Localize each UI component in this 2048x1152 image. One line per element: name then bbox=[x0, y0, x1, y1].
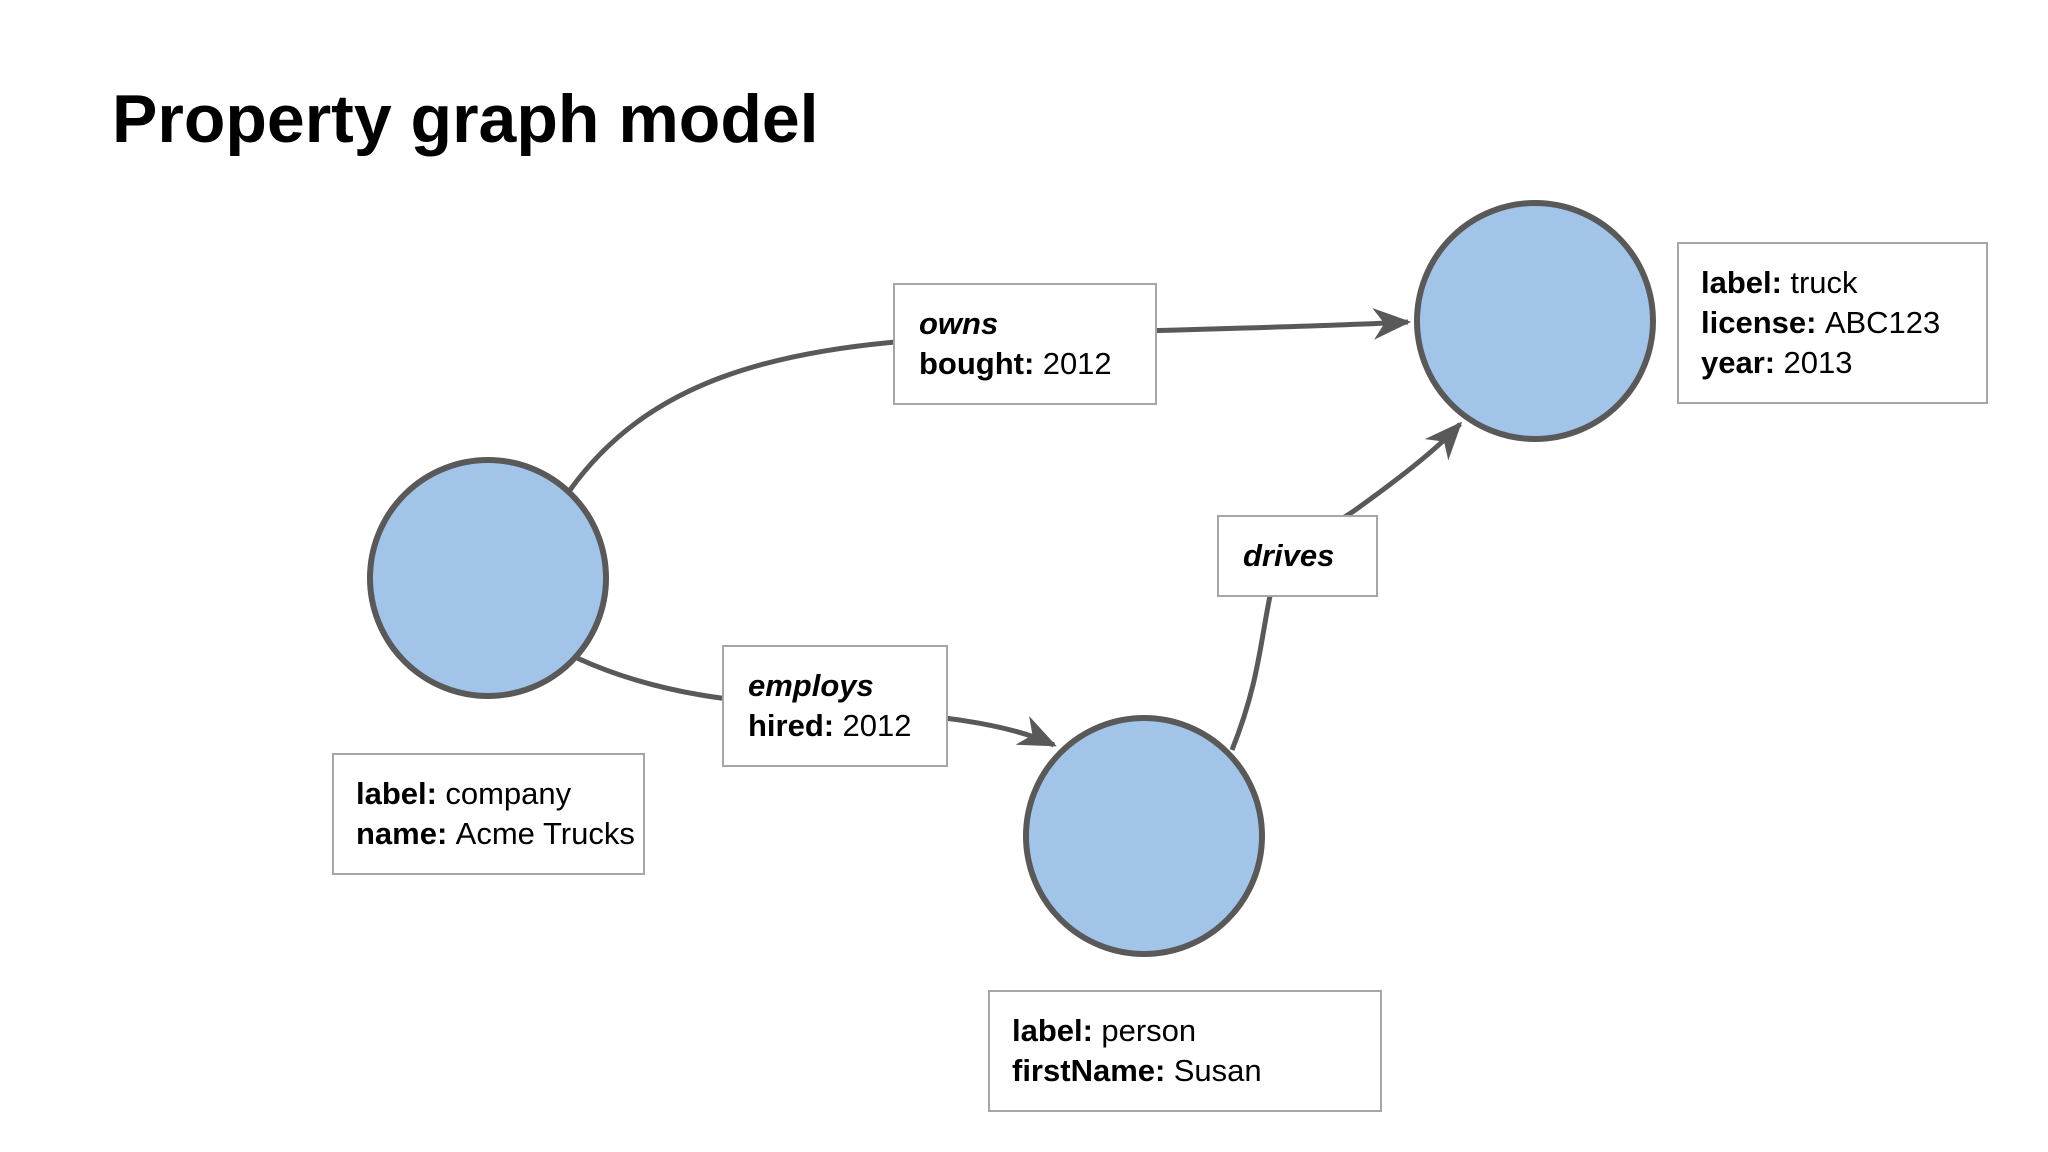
prop-value: truck bbox=[1790, 265, 1858, 300]
prop-value: person bbox=[1101, 1013, 1197, 1048]
prop-value: ABC123 bbox=[1824, 305, 1941, 340]
prop-key: hired bbox=[748, 708, 834, 743]
node-property: labeltruck bbox=[1701, 263, 1978, 303]
prop-key: name bbox=[356, 816, 447, 851]
page-title: Property graph model bbox=[112, 81, 819, 157]
edge-name: drives bbox=[1243, 538, 1335, 573]
prop-key: license bbox=[1701, 305, 1816, 340]
node-property: labelperson bbox=[1012, 1011, 1372, 1051]
prop-key: label bbox=[1012, 1013, 1093, 1048]
prop-key: year bbox=[1701, 345, 1775, 380]
node-properties-person: labelperson firstNameSusan bbox=[988, 990, 1382, 1112]
node-person-circle bbox=[1023, 715, 1265, 957]
edge-label-owns: owns bought2012 bbox=[893, 283, 1157, 405]
node-property: licenseABC123 bbox=[1701, 303, 1978, 343]
prop-key: bought bbox=[919, 346, 1034, 381]
node-property: nameAcme Trucks bbox=[356, 814, 635, 854]
prop-value: 2012 bbox=[1042, 346, 1112, 381]
node-property: year2013 bbox=[1701, 343, 1978, 383]
edge-property: hired2012 bbox=[748, 706, 938, 746]
edge-property: bought2012 bbox=[919, 344, 1147, 384]
prop-key: label bbox=[1701, 265, 1782, 300]
node-company-circle bbox=[367, 457, 609, 699]
node-properties-company: labelcompany nameAcme Trucks bbox=[332, 753, 645, 875]
edge-label-drives: drives bbox=[1217, 515, 1378, 597]
prop-value: 2012 bbox=[842, 708, 912, 743]
prop-value: Susan bbox=[1173, 1053, 1262, 1088]
node-property: firstNameSusan bbox=[1012, 1051, 1372, 1091]
edge-name: owns bbox=[919, 306, 999, 341]
prop-value: Acme Trucks bbox=[455, 816, 635, 851]
edge-name: employs bbox=[748, 668, 874, 703]
edge-label-employs: employs hired2012 bbox=[722, 645, 948, 767]
node-truck-circle bbox=[1414, 200, 1656, 442]
node-properties-truck: labeltruck licenseABC123 year2013 bbox=[1677, 242, 1988, 404]
prop-key: label bbox=[356, 776, 437, 811]
node-property: labelcompany bbox=[356, 774, 635, 814]
prop-key: firstName bbox=[1012, 1053, 1165, 1088]
prop-value: company bbox=[445, 776, 572, 811]
prop-value: 2013 bbox=[1783, 345, 1853, 380]
